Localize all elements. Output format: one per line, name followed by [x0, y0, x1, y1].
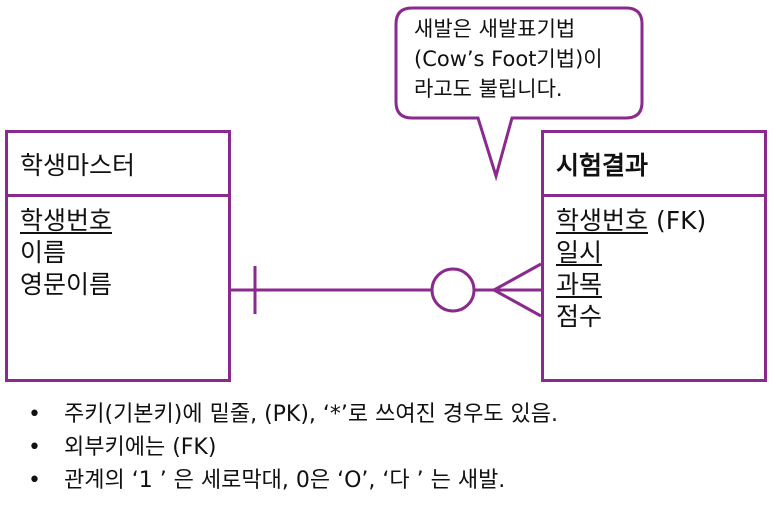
note-text: 관계의 ‘1 ’ 은 세로막대, 0은 ‘O’, ‘다 ’ 는 새발. — [64, 468, 506, 493]
callout-bubble — [394, 6, 644, 182]
attribute-row: 학생번호 — [20, 205, 112, 237]
attribute: 점수 — [556, 302, 603, 331]
attribute-pk: 과목 — [556, 270, 603, 299]
attribute: 영문이름 — [20, 270, 113, 299]
callout-line: 새발은 새발표기법 — [414, 17, 576, 41]
notes-list: • 주키(기본키)에 밑줄, (PK), ‘*’로 쓰여진 경우도 있음. • 외부… — [24, 398, 558, 497]
entity-title: 시험결과 — [544, 133, 764, 197]
entity-exam-result: 시험결과 학생번호 (FK) 일시 과목 점수 — [541, 130, 767, 382]
attribute-row: 학생번호 (FK) — [556, 205, 706, 237]
note-text: 외부키에는 (FK) — [64, 435, 217, 460]
entity-title: 학생마스터 — [8, 133, 228, 197]
entity-student-master: 학생마스터 학생번호 이름 영문이름 — [5, 130, 231, 382]
callout-line: (Cow’s Foot기법)이 — [414, 47, 603, 71]
entity-attributes: 학생번호 (FK) 일시 과목 점수 — [556, 205, 706, 333]
callout-line: 라고도 불립니다. — [414, 77, 563, 101]
note-item: • 주키(기본키)에 밑줄, (PK), ‘*’로 쓰여진 경우도 있음. — [24, 398, 558, 431]
bullet-icon: • — [28, 435, 41, 460]
attribute-row: 점수 — [556, 301, 706, 333]
attribute-pk: 일시 — [556, 238, 603, 267]
entity-attributes: 학생번호 이름 영문이름 — [20, 205, 112, 301]
attribute-pk: 학생번호 — [20, 206, 113, 235]
attribute-row: 이름 — [20, 237, 112, 269]
crows-foot-mark — [493, 262, 542, 318]
attribute-row: 일시 — [556, 237, 706, 269]
attribute-row: 과목 — [556, 269, 706, 301]
note-text: 주키(기본키)에 밑줄, (PK), ‘*’로 쓰여진 경우도 있음. — [64, 402, 559, 427]
note-item: • 관계의 ‘1 ’ 은 세로막대, 0은 ‘O’, ‘다 ’ 는 새발. — [24, 464, 558, 497]
bullet-icon: • — [28, 468, 41, 493]
zero-circle-mark — [430, 267, 476, 313]
attribute-pk: 학생번호 — [556, 206, 649, 235]
attribute: 이름 — [20, 238, 67, 267]
bullet-icon: • — [28, 402, 41, 427]
note-item: • 외부키에는 (FK) — [24, 431, 558, 464]
attribute-row: 영문이름 — [20, 269, 112, 301]
attribute-fk-tag: (FK) — [648, 206, 707, 235]
